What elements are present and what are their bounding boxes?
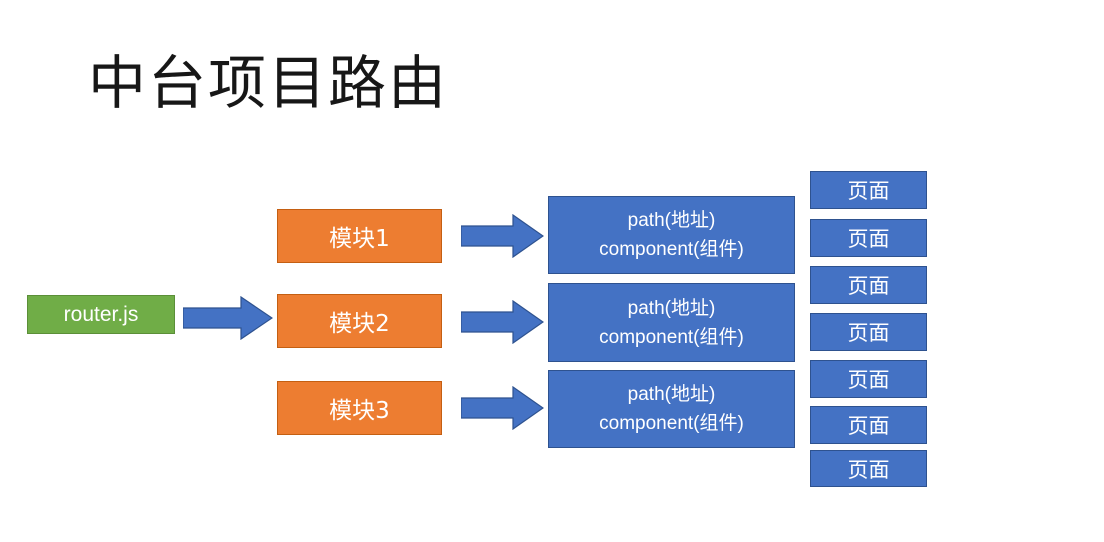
node-module-3-label: 模块3 bbox=[329, 398, 390, 424]
node-page-3-label: 页面 bbox=[847, 274, 890, 298]
node-module-2[interactable]: 模块2 bbox=[277, 294, 442, 348]
node-page-4[interactable]: 页面 bbox=[810, 313, 927, 351]
node-page-5[interactable]: 页面 bbox=[810, 360, 927, 398]
page-title: 中台项目路由 bbox=[88, 49, 449, 117]
node-route-1[interactable]: path(地址) component(组件) bbox=[548, 196, 795, 274]
node-module-3[interactable]: 模块3 bbox=[277, 381, 442, 435]
node-module-1-label: 模块1 bbox=[329, 226, 390, 252]
node-route-2[interactable]: path(地址) component(组件) bbox=[548, 283, 795, 362]
node-route-3-component: component(组件) bbox=[599, 413, 744, 434]
node-page-6-label: 页面 bbox=[847, 414, 890, 438]
node-page-2-label: 页面 bbox=[847, 227, 890, 251]
node-router-js-label: router.js bbox=[63, 302, 139, 326]
node-route-1-component: component(组件) bbox=[599, 239, 744, 260]
node-page-1-label: 页面 bbox=[847, 179, 890, 203]
node-page-3[interactable]: 页面 bbox=[810, 266, 927, 304]
node-page-7-label: 页面 bbox=[847, 457, 890, 482]
node-module-2-label: 模块2 bbox=[329, 311, 390, 337]
arrow-module1-to-route1 bbox=[461, 214, 544, 258]
node-module-1[interactable]: 模块1 bbox=[277, 209, 442, 263]
node-page-5-label: 页面 bbox=[847, 368, 890, 392]
node-page-2[interactable]: 页面 bbox=[810, 219, 927, 257]
node-route-1-path: path(地址) bbox=[627, 210, 716, 231]
arrow-module3-to-route3 bbox=[461, 386, 544, 430]
node-page-4-label: 页面 bbox=[847, 321, 890, 345]
node-route-2-path: path(地址) bbox=[627, 297, 716, 319]
node-router-js[interactable]: router.js bbox=[27, 295, 175, 334]
node-page-6[interactable]: 页面 bbox=[810, 406, 927, 444]
node-route-2-component: component(组件) bbox=[599, 326, 744, 348]
node-page-1[interactable]: 页面 bbox=[810, 171, 927, 209]
arrow-router-to-modules bbox=[183, 296, 273, 340]
arrow-module2-to-route2 bbox=[461, 300, 544, 344]
node-route-3-path: path(地址) bbox=[627, 384, 716, 405]
node-route-3[interactable]: path(地址) component(组件) bbox=[548, 370, 795, 448]
node-page-7[interactable]: 页面 bbox=[810, 450, 927, 487]
